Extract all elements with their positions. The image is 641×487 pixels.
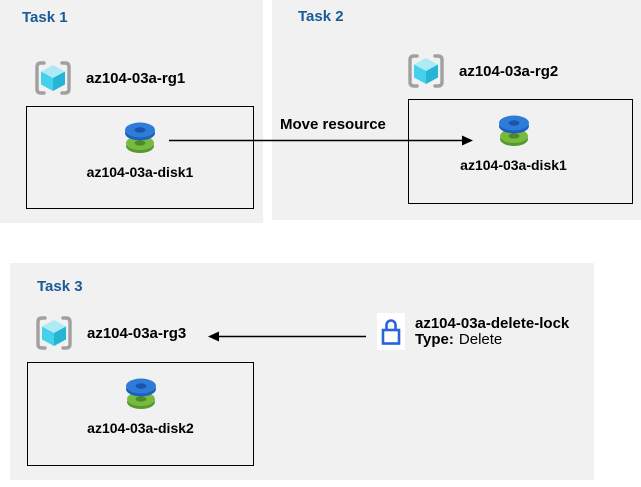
task3-title: Task 3 — [37, 278, 83, 295]
task1-resource-box: az104-03a-disk1 — [26, 106, 254, 209]
lock-name-label: az104-03a-delete-lock — [415, 314, 570, 332]
resource-group-icon — [35, 61, 71, 95]
task3-resource-box: az104-03a-disk2 — [27, 362, 254, 466]
lock-text: az104-03a-delete-lock Type:Delete — [415, 314, 570, 348]
task1-disk-label: az104-03a-disk1 — [86, 164, 194, 180]
lock-type-line: Type:Delete — [415, 330, 569, 348]
task1-rg-label: az104-03a-rg1 — [86, 69, 186, 87]
task2-rg-label: az104-03a-rg2 — [459, 62, 559, 80]
task1-title: Task 1 — [22, 9, 68, 26]
task2-resource-group: az104-03a-rg2 — [407, 53, 558, 89]
disk-icon — [498, 115, 529, 146]
task3-disk-label: az104-03a-disk2 — [87, 420, 194, 436]
task2-resource-box: az104-03a-disk1 — [408, 99, 633, 204]
arrow-right-icon — [169, 135, 473, 146]
lock-type-label: Type: — [415, 330, 454, 348]
task1-resource-group: az104-03a-rg1 — [34, 60, 185, 96]
delete-lock-group: az104-03a-delete-lock Type:Delete — [377, 313, 569, 350]
task2-panel: Task 2 az104-03a-rg2 az104-03a-disk1 — [272, 0, 641, 220]
move-resource-label: Move resource — [280, 116, 386, 133]
resource-group-icon — [408, 54, 444, 88]
lock-icon — [381, 319, 401, 345]
resource-group-icon — [36, 316, 72, 350]
task2-disk-label: az104-03a-disk1 — [460, 157, 567, 173]
task3-resource-group: az104-03a-rg3 — [35, 315, 186, 351]
disk-icon — [125, 122, 155, 153]
lock-type-value: Delete — [458, 330, 503, 348]
task2-title: Task 2 — [298, 8, 344, 25]
task3-rg-label: az104-03a-rg3 — [87, 324, 187, 342]
task1-panel: Task 1 az104-03a-rg1 az104-03a-disk1 — [0, 0, 263, 223]
task3-panel: Task 3 az104-03a-rg3 az104-03a-disk2 — [10, 263, 594, 480]
arrow-left-icon — [208, 331, 366, 342]
lock-badge — [377, 313, 405, 350]
disk-icon — [125, 378, 156, 409]
